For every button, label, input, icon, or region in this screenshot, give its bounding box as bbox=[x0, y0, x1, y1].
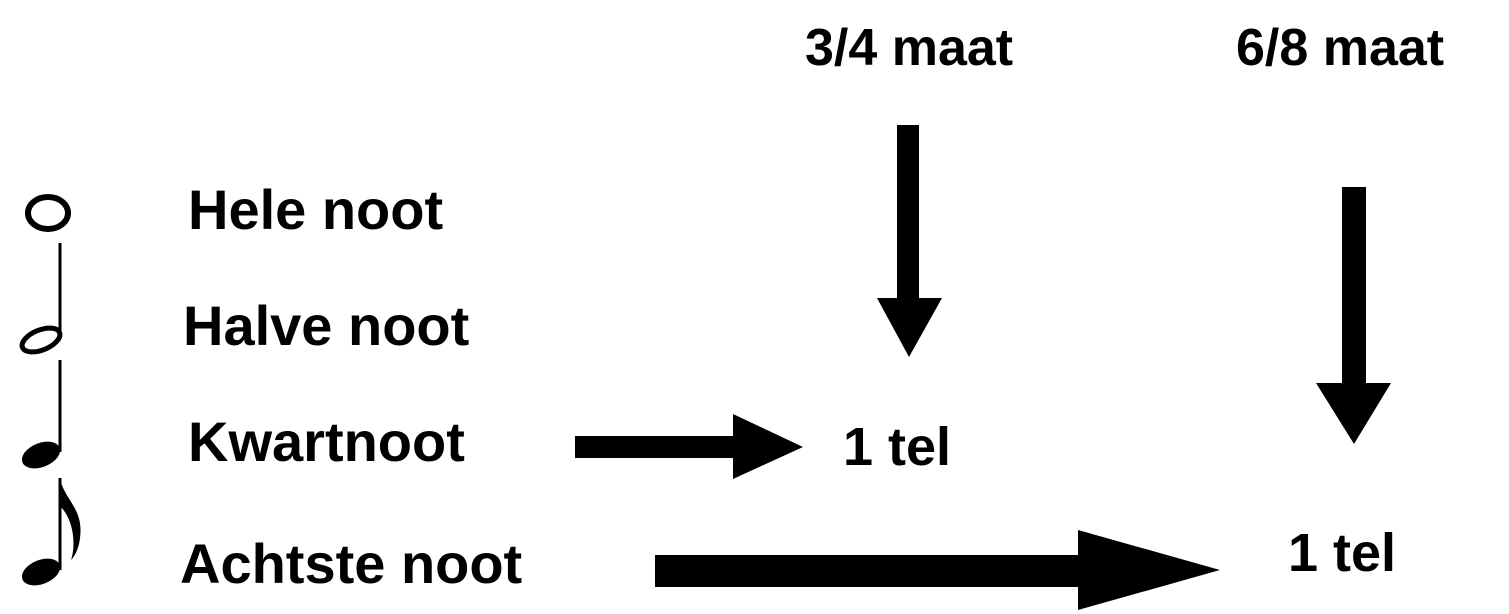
note-label-half: Halve noot bbox=[183, 294, 470, 357]
arrow-down-6-8 bbox=[1316, 187, 1391, 444]
note-label-whole: Hele noot bbox=[188, 178, 444, 241]
arrow-right-kwartnoot bbox=[575, 414, 803, 479]
header-6-8-maat: 6/8 maat bbox=[1236, 19, 1445, 77]
whole-note-icon bbox=[25, 194, 71, 232]
arrow-down-3-4 bbox=[877, 125, 942, 357]
half-note-icon bbox=[19, 243, 63, 355]
note-label-eighth: Achtste noot bbox=[180, 532, 523, 595]
arrow-right-achtste bbox=[655, 530, 1220, 610]
tel-label-3-4: 1 tel bbox=[843, 417, 952, 477]
eighth-note-icon bbox=[21, 478, 81, 586]
tel-label-6-8: 1 tel bbox=[1288, 523, 1397, 583]
header-3-4-maat: 3/4 maat bbox=[805, 19, 1014, 77]
note-label-quarter: Kwartnoot bbox=[188, 410, 465, 473]
quarter-note-icon bbox=[21, 360, 62, 469]
